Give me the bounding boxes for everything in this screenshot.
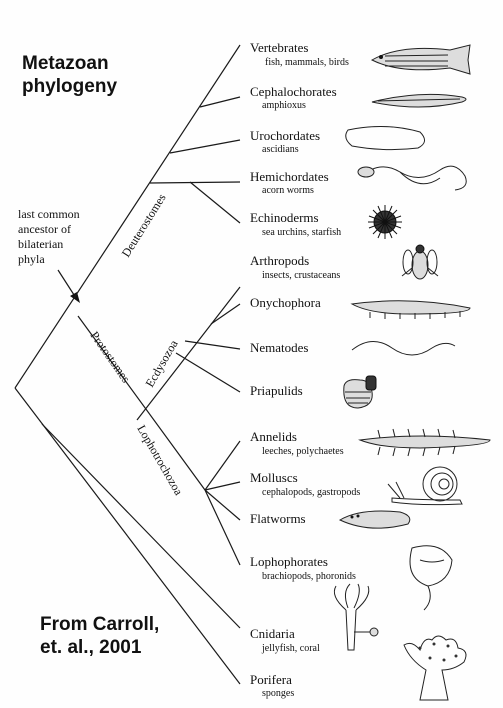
- taxon-name: Nematodes: [250, 340, 308, 355]
- annotation-arrow-shaft: [57, 269, 77, 299]
- taxon-annelids: Annelids leeches, polychaetes: [250, 429, 344, 457]
- ascidian-icon: [345, 125, 425, 151]
- taxon-urochordates: Urochordates ascidians: [250, 128, 320, 155]
- source-credit-line1: From Carroll,: [40, 614, 159, 635]
- taxon-name: Cephalochorates: [250, 84, 337, 99]
- taxon-nematodes: Nematodes: [250, 340, 308, 355]
- taxon-examples: sea urchins, starfish: [262, 227, 341, 238]
- taxon-examples: cephalopods, gastropods: [262, 487, 360, 498]
- annotation-line-2: ancestor of: [18, 222, 71, 236]
- hydra-icon: [333, 583, 379, 651]
- taxon-examples: insects, crustaceans: [262, 270, 340, 281]
- clade-label-lophotrochozoa: Lophotrochozoa: [134, 423, 186, 499]
- branch-lophophorates: [204, 489, 241, 566]
- taxon-name: Hemichordates: [250, 169, 329, 184]
- phylogenetic-tree: [14, 44, 241, 685]
- taxon-priapulids: Priapulids: [250, 383, 303, 398]
- taxon-name: Flatworms: [250, 511, 306, 526]
- source-credit-line2: et. al., 2001: [40, 637, 142, 658]
- taxon-name: Annelids: [250, 429, 297, 444]
- branch-cephalochordates: [199, 96, 241, 108]
- taxon-name: Onychophora: [250, 295, 321, 310]
- taxon-examples: jellyfish, coral: [261, 643, 320, 654]
- zebrafish-icon: [370, 44, 471, 75]
- taxon-name: Porifera: [250, 672, 292, 687]
- taxon-name: Priapulids: [250, 383, 303, 398]
- branch-arthropods: [136, 286, 241, 421]
- taxon-arthropods: Arthropods insects, crustaceans: [250, 253, 340, 281]
- branch-protostome-trunk: [77, 315, 206, 491]
- taxon-name: Urochordates: [250, 128, 320, 143]
- branch-cnidaria: [41, 423, 241, 629]
- amphioxus-icon: [371, 93, 467, 108]
- branch-molluscs: [204, 481, 241, 491]
- taxon-lophophorates: Lophophorates brachiopods, phoronids: [250, 554, 356, 582]
- branch-echinoderms: [189, 181, 241, 224]
- nematode-icon: [351, 341, 456, 356]
- fly-icon: [401, 244, 439, 280]
- taxon-molluscs: Molluscs cephalopods, gastropods: [250, 470, 360, 498]
- taxon-name: Echinoderms: [250, 210, 319, 225]
- taxon-vertebrates: Vertebrates fish, mammals, birds: [250, 40, 349, 68]
- taxon-porifera: Porifera sponges: [250, 672, 294, 699]
- annotation-line-3: bilaterian: [18, 237, 63, 251]
- branch-nematodes: [184, 340, 241, 350]
- clade-label-deuterostomes: Deuterostomes: [119, 191, 169, 260]
- velvet-worm-icon: [350, 300, 471, 319]
- taxon-onychophora: Onychophora: [250, 295, 321, 310]
- branch-deuterostome-trunk: [14, 44, 241, 389]
- taxon-hemichordates: Hemichordates acorn worms: [250, 169, 329, 196]
- sea-urchin-icon: [368, 205, 402, 239]
- taxon-flatworms: Flatworms: [250, 511, 306, 526]
- sponge-icon: [403, 635, 467, 701]
- taxon-examples: leeches, polychaetes: [262, 446, 344, 457]
- clade-label-ecdysozoa: Ecdysozoa: [142, 337, 180, 390]
- snail-icon: [387, 466, 463, 506]
- taxon-name: Lophophorates: [250, 554, 328, 569]
- taxon-echinoderms: Echinoderms sea urchins, starfish: [250, 210, 341, 238]
- taxon-cnidaria: Cnidaria jellyfish, coral: [250, 626, 320, 654]
- taxon-cephalochordates: Cephalochorates amphioxus: [250, 84, 337, 111]
- acorn-worm-icon: [357, 165, 467, 191]
- branch-porifera: [14, 387, 241, 685]
- branch-urochordates: [169, 139, 241, 154]
- branch-onychophora: [210, 303, 241, 325]
- figure-title-line2: phylogeny: [22, 76, 117, 97]
- clade-label-protostomes: Protostomes: [88, 329, 134, 386]
- ancestor-annotation: last common ancestor of bilaterian phyla: [18, 207, 80, 303]
- taxon-examples: amphioxus: [262, 100, 306, 111]
- taxon-name: Molluscs: [250, 470, 298, 485]
- branch-priapulids: [175, 352, 241, 393]
- taxon-examples: ascidians: [262, 144, 299, 155]
- branch-annelids: [204, 440, 241, 491]
- priapulid-icon: [343, 375, 377, 409]
- taxon-examples: sponges: [262, 688, 294, 699]
- branch-flatworms: [204, 489, 241, 521]
- annotation-line-1: last common: [18, 207, 80, 221]
- branch-hemichordates: [149, 181, 241, 184]
- taxon-name: Vertebrates: [250, 40, 308, 55]
- taxon-examples: brachiopods, phoronids: [262, 571, 356, 582]
- brachiopod-icon: [409, 545, 453, 611]
- polychaete-icon: [358, 428, 491, 457]
- taxon-name: Arthropods: [250, 253, 309, 268]
- taxon-examples: fish, mammals, birds: [265, 57, 349, 68]
- taxon-examples: acorn worms: [262, 185, 314, 196]
- annotation-line-4: phyla: [18, 252, 45, 266]
- flatworm-icon: [338, 510, 411, 529]
- figure-title-line1: Metazoan: [22, 53, 109, 74]
- taxon-name: Cnidaria: [250, 626, 295, 641]
